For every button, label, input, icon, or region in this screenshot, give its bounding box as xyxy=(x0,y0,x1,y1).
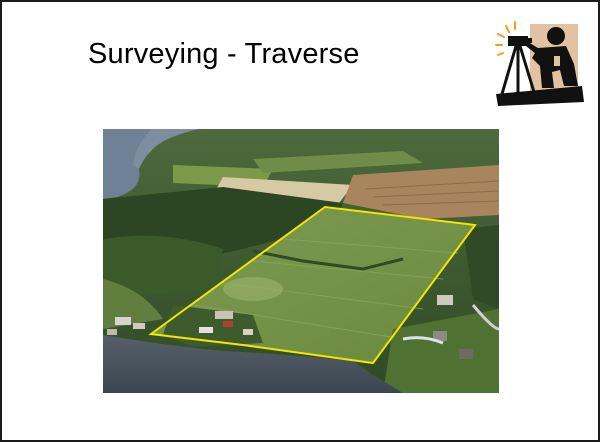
surveyor-with-tripod-icon xyxy=(494,20,586,106)
slide-title: Surveying - Traverse xyxy=(88,38,360,70)
aerial-farm-photo xyxy=(103,129,499,393)
